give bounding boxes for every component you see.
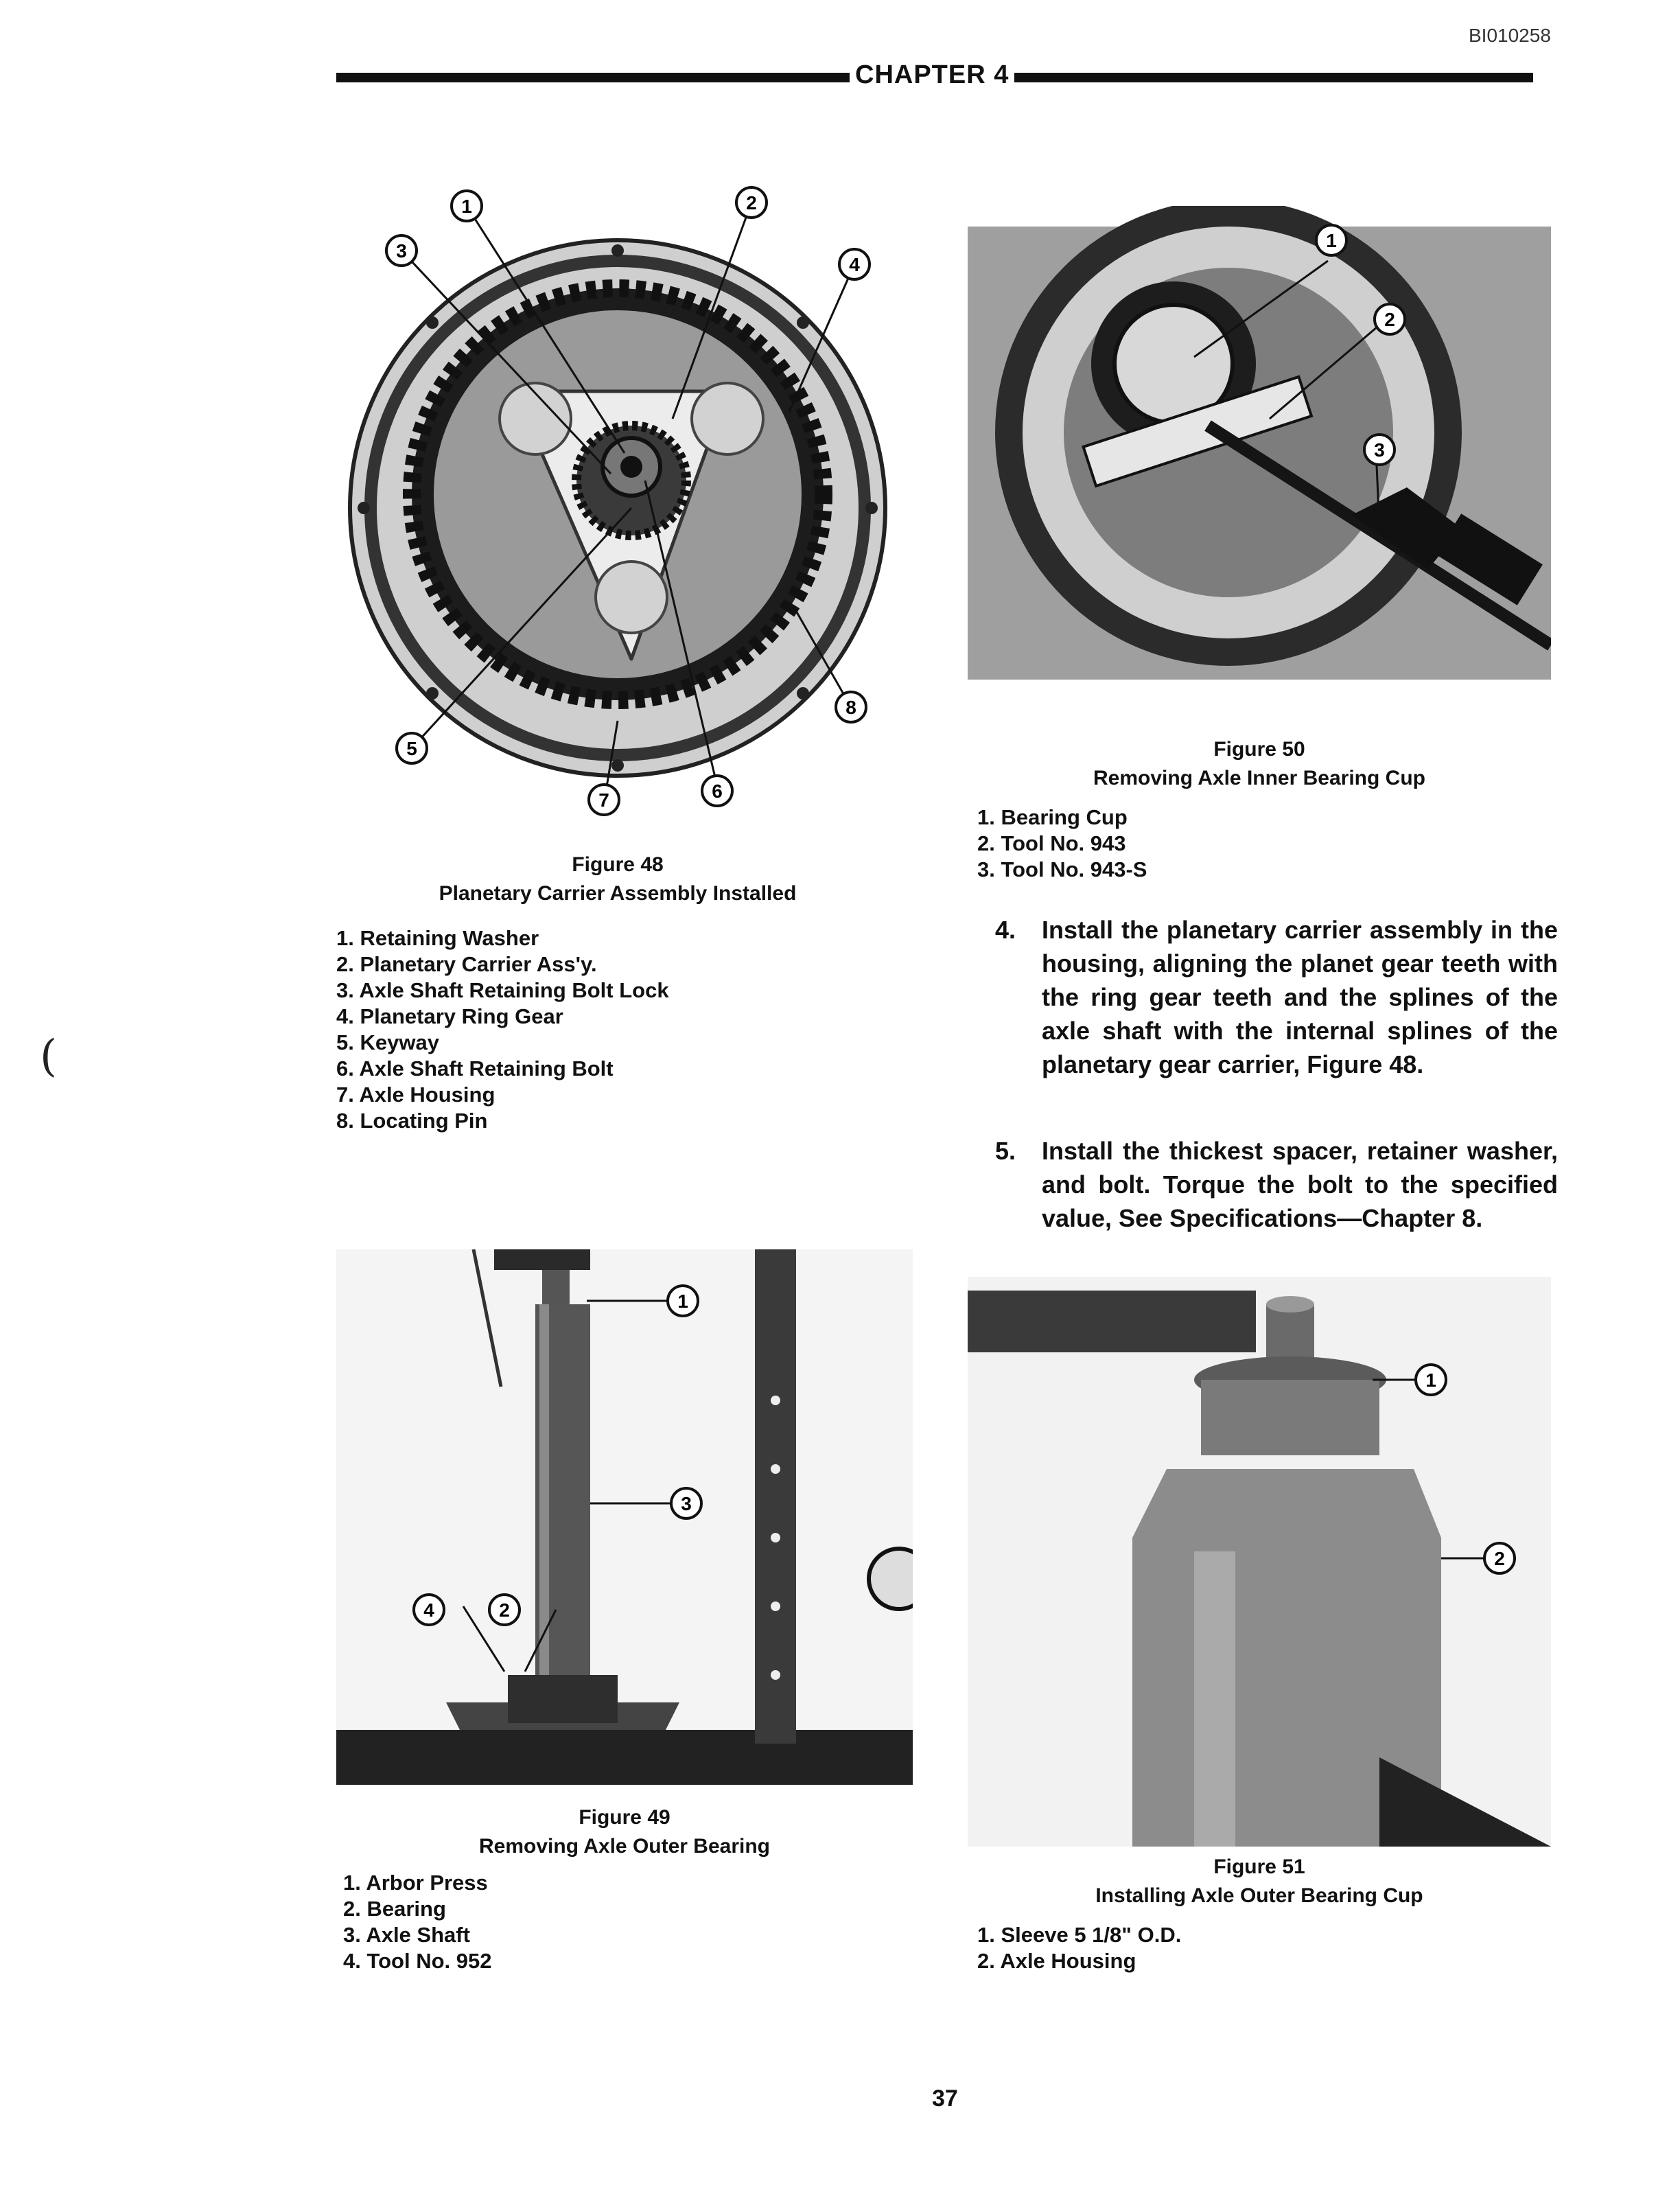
svg-text:1: 1 — [1326, 230, 1337, 251]
callout-48-8: 8 — [835, 691, 867, 724]
callout-48-7: 7 — [587, 783, 620, 816]
svg-text:4: 4 — [849, 254, 860, 275]
legend-item: 3. Tool No. 943-S — [977, 857, 1147, 881]
figure-48-number: Figure 48 — [572, 853, 664, 876]
figure-49-number: Figure 49 — [579, 1806, 670, 1829]
figure-51-number: Figure 51 — [1213, 1855, 1305, 1878]
legend-item: 1. Bearing Cup — [977, 805, 1128, 829]
legend-item: 4. Planetary Ring Gear — [336, 1004, 563, 1028]
callout-50-1: 1 — [1315, 224, 1348, 257]
figure-50-title: Removing Axle Inner Bearing Cup — [1093, 767, 1425, 789]
legend-item: 2. Tool No. 943 — [977, 831, 1126, 855]
figure-48-caption: Figure 48 Planetary Carrier Assembly Ins… — [343, 851, 892, 909]
legend-item: 3. Axle Shaft Retaining Bolt Lock — [336, 978, 669, 1002]
svg-text:4: 4 — [423, 1599, 434, 1621]
step-text: Install the planetary carrier assembly i… — [1042, 916, 1558, 1078]
legend-item: 4. Tool No. 952 — [343, 1949, 492, 1973]
callout-48-5: 5 — [395, 732, 428, 765]
callout-50-2: 2 — [1373, 303, 1406, 336]
svg-text:5: 5 — [406, 738, 417, 759]
callout-49-4: 4 — [412, 1593, 445, 1626]
legend-item: 6. Axle Shaft Retaining Bolt — [336, 1056, 614, 1080]
legend-item: 3. Axle Shaft — [343, 1923, 470, 1947]
page-number: 37 — [932, 2085, 958, 2112]
svg-text:7: 7 — [598, 789, 609, 811]
callout-48-2: 2 — [735, 186, 768, 219]
document-id: BI010258 — [1469, 25, 1551, 46]
svg-text:3: 3 — [396, 240, 407, 262]
figure-48-legend: 1. Retaining Washer 2. Planetary Carrier… — [336, 925, 669, 1134]
header-rule-right — [1014, 73, 1533, 82]
svg-text:2: 2 — [746, 192, 757, 213]
figure-51-caption: Figure 51 Installing Axle Outer Bearing … — [968, 1853, 1551, 1911]
figure-51-title: Installing Axle Outer Bearing Cup — [1095, 1884, 1423, 1907]
step-number: 4. — [995, 916, 1016, 944]
svg-text:8: 8 — [845, 697, 856, 718]
callout-49-2: 2 — [488, 1593, 521, 1626]
callout-50-3: 3 — [1363, 433, 1396, 466]
step-4: 4. Install the planetary carrier assembl… — [995, 913, 1558, 1081]
svg-text:1: 1 — [677, 1291, 688, 1312]
svg-text:2: 2 — [1384, 309, 1395, 330]
figure-51-image: 1 2 — [968, 1277, 1551, 1847]
header-rule-left — [336, 73, 850, 82]
chapter-heading: CHAPTER 4 — [855, 60, 1010, 89]
legend-item: 8. Locating Pin — [336, 1109, 488, 1133]
figure-49-image: 1 2 3 4 — [336, 1249, 913, 1785]
callout-49-3: 3 — [670, 1487, 703, 1520]
legend-item: 1. Retaining Washer — [336, 926, 539, 950]
step-text: Install the thickest spacer, retainer wa… — [1042, 1137, 1558, 1232]
legend-item: 1. Sleeve 5 1/8" O.D. — [977, 1923, 1182, 1947]
figure-50-caption: Figure 50 Removing Axle Inner Bearing Cu… — [968, 736, 1551, 794]
legend-item: 2. Planetary Carrier Ass'y. — [336, 952, 597, 976]
legend-item: 2. Axle Housing — [977, 1949, 1136, 1973]
figure-48-image: 1 2 3 4 5 6 7 8 — [343, 185, 892, 824]
figure-51-legend: 1. Sleeve 5 1/8" O.D. 2. Axle Housing — [977, 1922, 1181, 1974]
step-number: 5. — [995, 1137, 1016, 1165]
figure-50-legend: 1. Bearing Cup 2. Tool No. 943 3. Tool N… — [977, 805, 1147, 883]
figure-50-image: 1 2 3 — [968, 206, 1551, 680]
svg-text:3: 3 — [681, 1493, 692, 1514]
svg-text:1: 1 — [461, 196, 472, 217]
step-5: 5. Install the thickest spacer, retainer… — [995, 1134, 1558, 1235]
svg-text:2: 2 — [499, 1599, 510, 1621]
figure-49-legend: 1. Arbor Press 2. Bearing 3. Axle Shaft … — [343, 1870, 491, 1974]
legend-item: 1. Arbor Press — [343, 1871, 488, 1895]
svg-text:1: 1 — [1425, 1369, 1436, 1391]
figure-49-caption: Figure 49 Removing Axle Outer Bearing — [336, 1804, 913, 1862]
svg-text:6: 6 — [712, 781, 723, 802]
legend-item: 5. Keyway — [336, 1030, 439, 1054]
callout-48-6: 6 — [701, 774, 734, 807]
figure-50-number: Figure 50 — [1213, 738, 1305, 761]
callout-48-1: 1 — [450, 189, 483, 222]
callout-48-3: 3 — [385, 234, 418, 267]
margin-mark: ( — [40, 1031, 57, 1082]
callout-48-4: 4 — [838, 248, 871, 281]
legend-item: 7. Axle Housing — [336, 1083, 495, 1107]
callout-49-1: 1 — [666, 1284, 699, 1317]
svg-text:2: 2 — [1494, 1548, 1505, 1569]
legend-item: 2. Bearing — [343, 1897, 446, 1921]
figure-49-title: Removing Axle Outer Bearing — [479, 1835, 770, 1858]
callout-51-2: 2 — [1483, 1542, 1516, 1575]
callout-51-1: 1 — [1414, 1363, 1447, 1396]
svg-text:3: 3 — [1374, 439, 1385, 461]
figure-48-title: Planetary Carrier Assembly Installed — [439, 882, 797, 905]
